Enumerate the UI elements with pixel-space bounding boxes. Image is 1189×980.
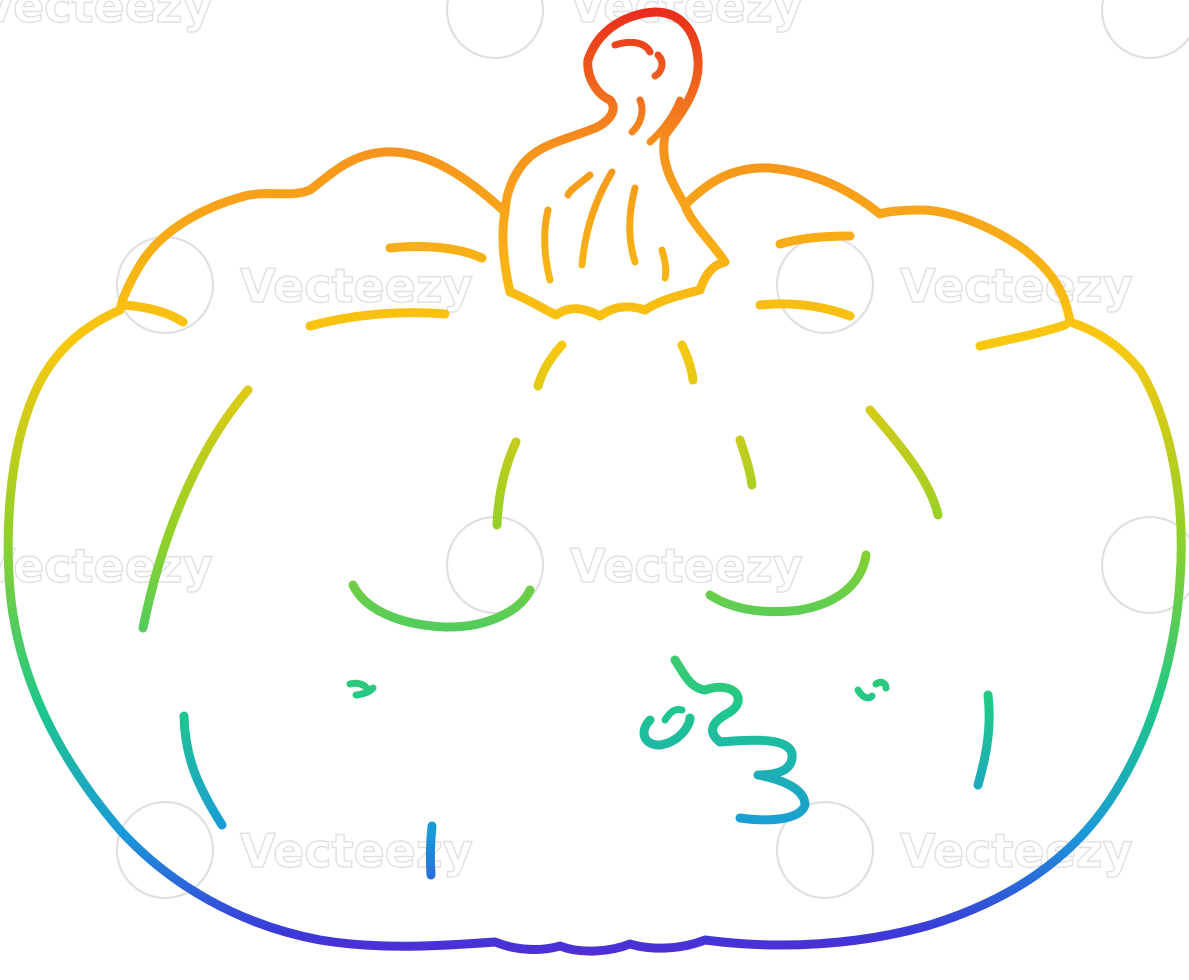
pumpkin-rib [492,437,521,530]
pumpkin-rib [533,340,567,391]
stem-highlight [578,168,616,269]
watermark-logo-icon [445,0,545,60]
stem-highlight [541,206,554,284]
stem-highlight [658,246,670,282]
watermark-logo-icon [775,235,875,335]
pumpkin-right-lobe-line [975,320,1070,351]
watermark-texts: Vecteezy Vecteezy Vecteezy Vecteezy Vect… [0,0,1133,879]
watermark-text: Vecteezy [0,539,213,593]
left-cheek-mark [352,684,377,699]
stem-highlight [564,171,594,199]
kissy-mouth-left [639,713,695,750]
pumpkin-rib [865,405,943,520]
watermark-logo-icon [1100,0,1189,60]
pumpkin-stem [498,7,730,321]
pumpkin-rib [973,690,994,790]
watermark-text: Vecteezy [900,824,1133,878]
right-closed-eye [705,550,871,617]
stem-highlight [611,38,654,56]
pumpkin-outline [3,147,1186,956]
pumpkin-rib [385,242,487,263]
watermark-text: Vecteezy [0,0,213,33]
left-cheek-mark [346,679,372,694]
watermark-logo-icon [115,800,215,900]
left-closed-eye [348,580,535,632]
stem-highlight [626,184,639,266]
pumpkin-rib [677,340,698,385]
watermark-logo-icon [775,800,875,900]
stem-highlight [646,96,684,146]
watermark-logo-icon [1100,515,1189,615]
right-cheek-mark [872,678,890,692]
pumpkin-rib [179,711,227,830]
pumpkin-rib [735,435,757,490]
watermark-text: Vecteezy [570,539,803,593]
stem-highlight [628,96,646,136]
pumpkin-rib [775,231,855,249]
watermark-text: Vecteezy [240,259,473,313]
pumpkin-rib [425,821,437,880]
kissy-mouth [670,655,810,825]
watermark-text: Vecteezy [900,259,1133,313]
watermark-text: Vecteezy [240,824,473,878]
stem-highlight [651,51,666,80]
pumpkin-rib [755,299,855,321]
right-cheek-mark [854,686,876,702]
pumpkin-rib [138,385,253,633]
kissy-mouth-tick [661,706,686,724]
pumpkin-rib [305,308,450,331]
pumpkin-left-lobe-line [117,300,188,327]
